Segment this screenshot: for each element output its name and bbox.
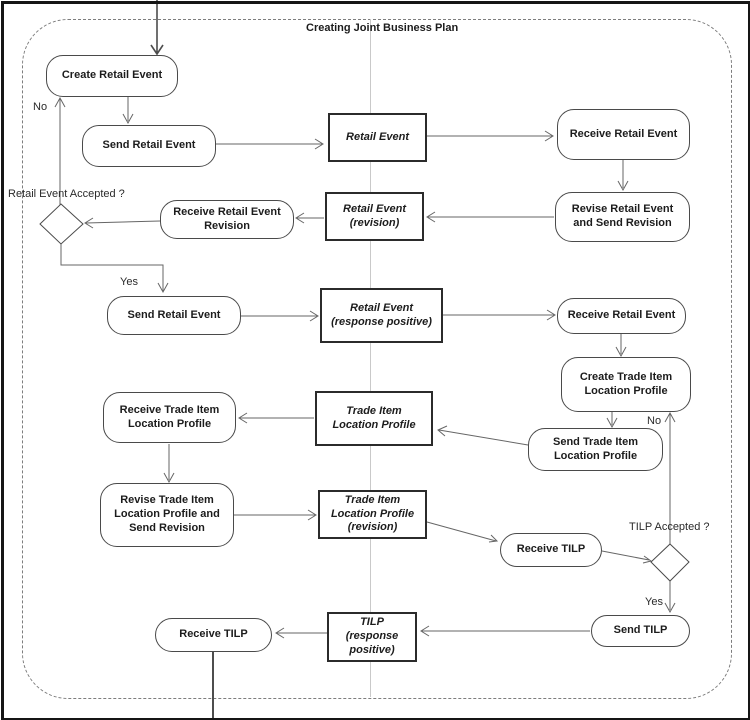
arrow — [54, 96, 66, 205]
arrow — [606, 412, 618, 429]
branch-label-yes-1: Yes — [120, 276, 138, 288]
node-send-tilp: Send TILP — [591, 615, 690, 647]
entry-arrow — [150, 0, 164, 56]
node-tilp-response-positive: TILP (response positive) — [327, 612, 417, 662]
arrow — [664, 411, 676, 544]
node-send-retail-event-2: Send Retail Event — [107, 296, 241, 335]
branch-label-no-2: No — [647, 415, 662, 427]
node-tilp-revision: Trade Item Location Profile (revision) — [318, 490, 427, 539]
node-create-tilp: Create Trade Item Location Profile — [561, 357, 691, 412]
arrow — [426, 211, 554, 223]
arrow — [216, 138, 324, 150]
node-retail-event-response-positive: Retail Event (response positive) — [320, 288, 443, 343]
node-receive-tilp-1: Receive TILP — [500, 533, 602, 567]
guard-label-tilp-accepted: TILP Accepted ? — [629, 521, 710, 533]
arrow — [601, 550, 653, 564]
arrow — [275, 627, 327, 639]
swimlane-divider-line — [370, 19, 371, 697]
node-receive-retail-event-revision: Receive Retail Event Revision — [160, 200, 294, 239]
node-retail-event: Retail Event — [328, 113, 427, 162]
node-revise-retail-event: Revise Retail Event and Send Revision — [555, 192, 690, 242]
branch-label-no-1: No — [33, 101, 48, 113]
arrow — [295, 212, 324, 224]
arrow — [443, 309, 556, 321]
node-tilp: Trade Item Location Profile — [315, 391, 433, 446]
arrow — [420, 625, 590, 637]
process-boundary-dashed-frame — [22, 19, 732, 699]
arrow — [84, 217, 161, 229]
node-create-retail-event: Create Retail Event — [46, 55, 178, 97]
arrow — [426, 521, 499, 543]
node-receive-retail-event-2: Receive Retail Event — [557, 298, 686, 334]
arrow — [617, 160, 629, 192]
decision-diamond-tilp-accepted — [650, 543, 690, 582]
node-retail-event-revision: Retail Event (revision) — [325, 192, 424, 241]
node-receive-tilp-2: Receive TILP — [155, 618, 272, 652]
arrow — [615, 334, 627, 358]
node-revise-tilp: Revise Trade Item Location Profile and S… — [100, 483, 234, 547]
node-receive-retail-event-1: Receive Retail Event — [557, 109, 690, 160]
diagram-title: Creating Joint Business Plan — [306, 22, 459, 34]
arrow — [427, 130, 554, 142]
arrow — [664, 581, 676, 614]
arrow — [163, 444, 175, 484]
arrow — [122, 97, 134, 125]
arrow — [241, 310, 319, 322]
arrow — [234, 509, 317, 521]
arrow — [60, 243, 169, 294]
arrow — [238, 412, 314, 424]
decision-diamond-retail-event-accepted — [39, 203, 84, 245]
guard-label-retail-event-accepted: Retail Event Accepted ? — [8, 188, 125, 200]
branch-label-yes-2: Yes — [645, 596, 663, 608]
arrow — [437, 425, 529, 446]
node-receive-tilp-profile: Receive Trade Item Location Profile — [103, 392, 236, 443]
node-send-retail-event-1: Send Retail Event — [82, 125, 216, 167]
node-send-tilp-profile: Send Trade Item Location Profile — [528, 428, 663, 471]
